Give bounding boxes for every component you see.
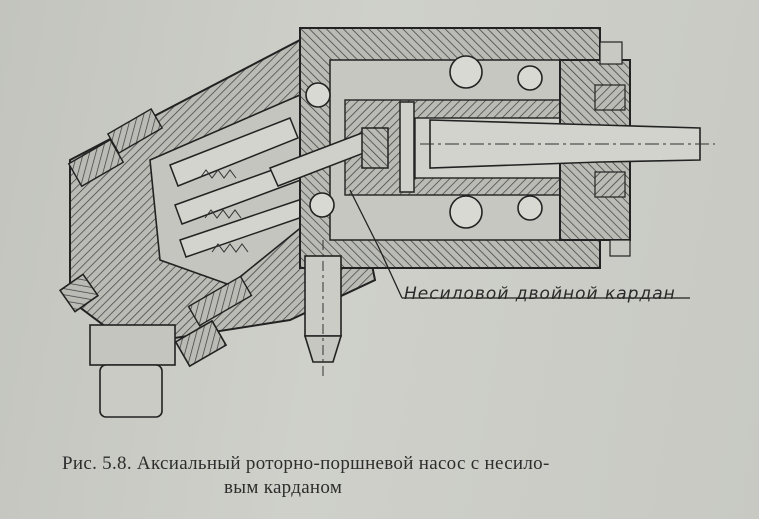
figure-caption-line-1: Рис. 5.8. Аксиальный роторно-поршневой н… xyxy=(62,453,550,474)
output-shaft xyxy=(420,41,715,257)
callout-leader xyxy=(349,189,690,299)
figure-caption: Рис. 5.8. Аксиальный роторно-поршневой н… xyxy=(62,452,722,500)
double-cardan-link xyxy=(268,101,415,193)
figure-caption-line-2: вым карданом xyxy=(224,477,343,498)
cardan-callout-label: Несиловой двойной кардан xyxy=(404,284,676,304)
housing-bolts xyxy=(67,108,253,327)
port-fittings xyxy=(58,240,343,418)
bearing-balls xyxy=(305,55,543,229)
